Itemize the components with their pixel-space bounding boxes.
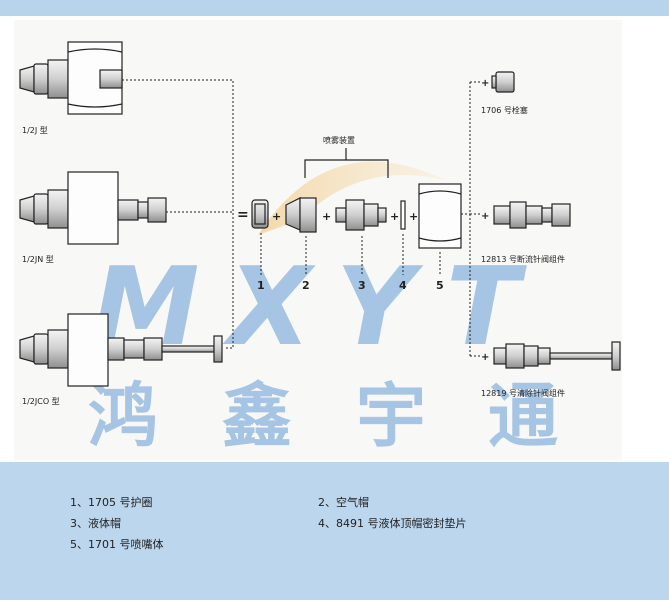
watermark-char-3: 宇 xyxy=(356,375,426,457)
part-numbers: 1 2 3 4 5 xyxy=(257,279,444,292)
part-number-5: 5 xyxy=(436,279,444,292)
part-number-1: 1 xyxy=(257,279,265,292)
right-connector-lines xyxy=(461,81,480,357)
component-4-gasket xyxy=(400,200,406,230)
watermark-char-2: 鑫 xyxy=(222,375,292,457)
watermark-char-1: 鸿 xyxy=(88,375,158,457)
assembly-1-2j xyxy=(19,41,123,115)
equals-sign: = xyxy=(237,207,249,223)
component-12813-shutoff-needle xyxy=(493,201,571,229)
watermark-letter-2: X xyxy=(222,245,316,370)
plus-sign-4: + xyxy=(409,210,418,223)
label-1-2jco: 1/2JCO 型 xyxy=(22,397,60,406)
legend-item-1: 1、1705 号护圈 xyxy=(70,496,153,509)
label-12813-shutoff-needle: 12813 号断流针阀组件 xyxy=(481,254,565,264)
part-number-3: 3 xyxy=(358,279,366,292)
legend-item-5: 5、1701 号喷嘴体 xyxy=(70,538,164,551)
assembly-1-2jco xyxy=(19,313,223,387)
spray-setup-label: 喷雾装置 xyxy=(323,135,355,145)
watermark-chinese: 鸿 鑫 宇 通 xyxy=(88,375,558,457)
label-1-2j: 1/2J 型 xyxy=(22,126,48,135)
plus-sign-1: + xyxy=(272,210,281,223)
part-number-4: 4 xyxy=(399,279,407,292)
watermark-letters: M X Y T xyxy=(92,245,527,370)
legend-item-4: 4、8491 号液体顶帽密封垫片 xyxy=(318,517,467,530)
watermark-letter-3: Y xyxy=(336,245,424,370)
plus-sign-right-3: + xyxy=(481,352,489,363)
spray-setup-bracket xyxy=(304,148,389,178)
plus-sign-right-1: + xyxy=(481,78,489,89)
watermark-logo-arc xyxy=(258,161,445,235)
component-2-air-cap xyxy=(285,197,317,233)
label-1-2jn: 1/2JN 型 xyxy=(22,255,54,264)
legend-item-3: 3、液体帽 xyxy=(70,517,121,530)
component-12819-cleanout-needle xyxy=(493,341,621,371)
number-leader-lines xyxy=(260,233,441,275)
part-number-2: 2 xyxy=(302,279,310,292)
label-12819-cleanout-needle: 12819 号清除针阀组件 xyxy=(481,388,565,398)
plus-sign-2: + xyxy=(322,210,331,223)
plus-sign-3: + xyxy=(390,210,399,223)
plus-sign-right-2: + xyxy=(481,211,489,222)
top-band xyxy=(0,0,669,16)
label-1706-plug: 1706 号栓塞 xyxy=(481,105,528,115)
component-3-fluid-cap xyxy=(335,199,387,231)
watermark-char-4: 通 xyxy=(488,375,558,457)
legend-band xyxy=(0,462,669,600)
assembly-1-2jn xyxy=(19,171,167,245)
left-connector-lines xyxy=(122,79,234,349)
legend-item-2: 2、空气帽 xyxy=(318,496,369,509)
component-1706-plug xyxy=(491,71,515,93)
component-1-retainer-ring xyxy=(251,199,269,229)
component-5-nozzle-body xyxy=(418,183,462,249)
